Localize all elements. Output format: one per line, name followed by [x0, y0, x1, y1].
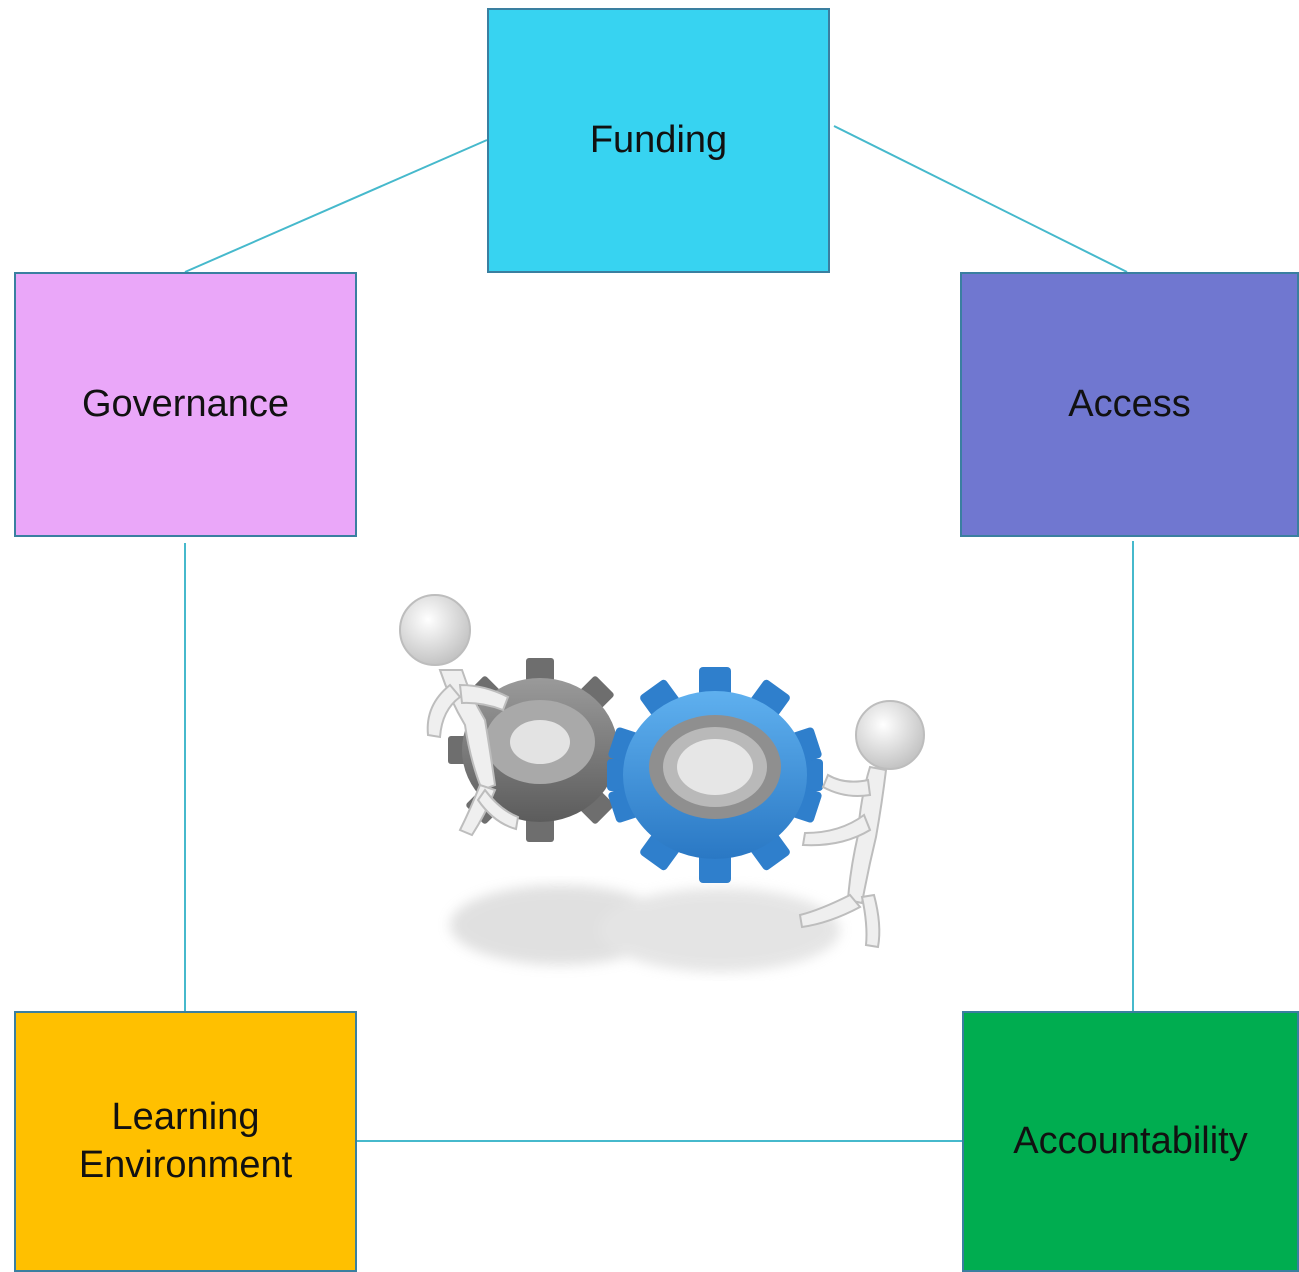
edge-funding-access	[833, 125, 1128, 273]
node-governance: Governance	[14, 272, 357, 537]
node-accountability-label: Accountability	[1013, 1119, 1248, 1162]
node-funding-label: Funding	[589, 118, 728, 161]
node-learning-environment-label: Learning Environment	[78, 1096, 293, 1186]
edge-funding-governance	[184, 139, 488, 273]
gear-reflection	[450, 885, 840, 972]
node-accountability: Accountability	[962, 1011, 1299, 1272]
node-access: Access	[960, 272, 1299, 537]
node-governance-label: Governance	[81, 382, 289, 425]
right-figure	[798, 700, 925, 949]
node-learning-environment: Learning Environment	[14, 1011, 357, 1272]
node-access-label: Access	[1068, 382, 1191, 425]
blue-gear	[607, 667, 823, 883]
left-figure	[399, 594, 520, 837]
figures-turning-gears-icon	[399, 594, 925, 972]
node-funding: Funding	[487, 8, 830, 273]
